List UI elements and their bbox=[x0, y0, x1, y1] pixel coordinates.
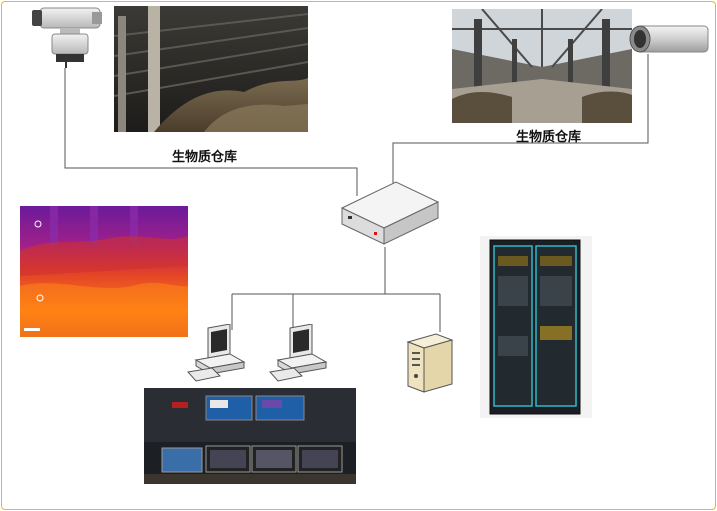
warehouse-left-label: 生物质仓库 bbox=[172, 146, 237, 165]
ptz-camera-icon bbox=[30, 4, 108, 70]
network-switch-icon bbox=[338, 180, 440, 248]
thermal-image bbox=[20, 206, 188, 337]
warehouse-right-label: 生物质仓库 bbox=[516, 126, 581, 145]
control-room-photo bbox=[144, 388, 356, 484]
warehouse-right-photo bbox=[452, 9, 632, 123]
server-rack-cabinet bbox=[480, 236, 592, 418]
desktop-computer-icon bbox=[186, 324, 250, 388]
desktop-computer-icon bbox=[268, 324, 332, 388]
warehouse-left-photo bbox=[114, 6, 308, 132]
box-camera-icon bbox=[624, 22, 710, 58]
server-tower-icon bbox=[404, 330, 456, 394]
